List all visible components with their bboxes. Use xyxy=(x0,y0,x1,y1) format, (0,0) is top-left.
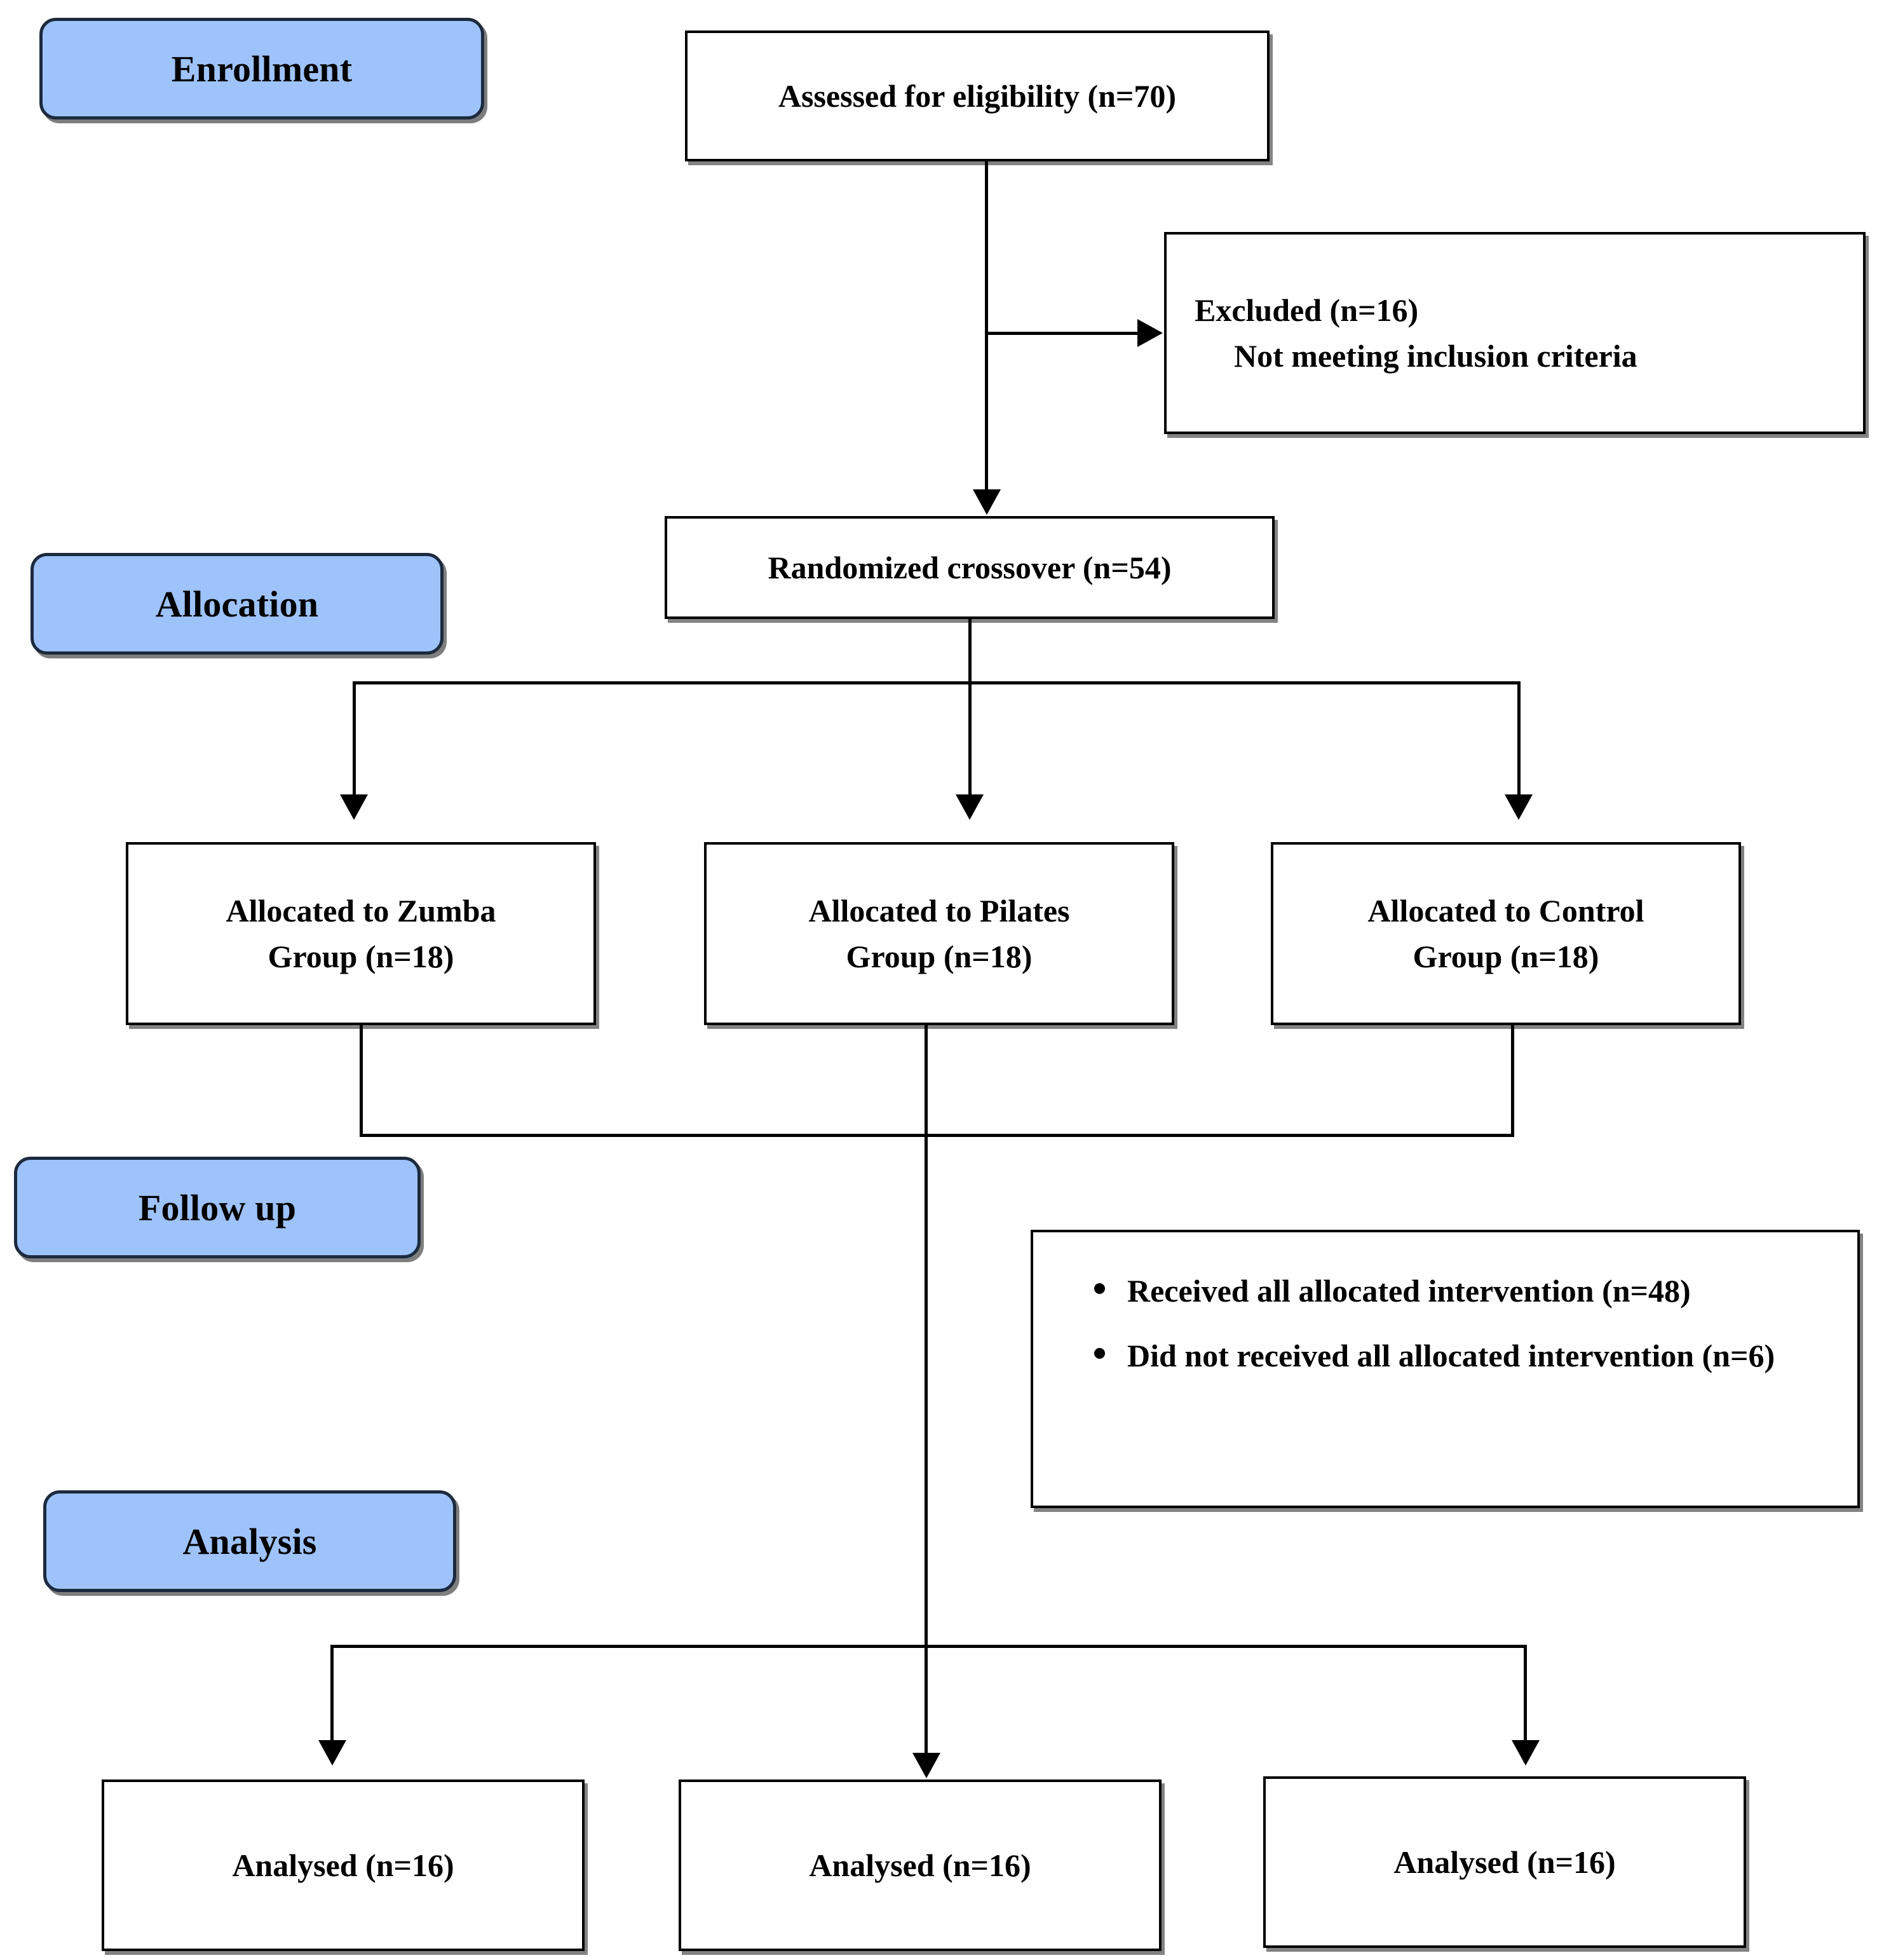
connector-assessed-to-randomized xyxy=(985,161,988,489)
phase-label-analysis-text: Analysis xyxy=(182,1520,317,1562)
box-allocated-control: Allocated to Control Group (n=18) xyxy=(1271,842,1741,1025)
box-allocated-zumba-line-2: Group (n=18) xyxy=(268,939,454,974)
phase-label-analysis: Analysis xyxy=(43,1490,456,1592)
connector-allocation-drop-control xyxy=(1517,681,1521,794)
arrowhead-to-alloc-control xyxy=(1505,794,1533,820)
phase-label-enrollment-text: Enrollment xyxy=(171,48,353,90)
box-randomized-crossover: Randomized crossover (n=54) xyxy=(665,516,1275,619)
arrowhead-to-analysed-zumba xyxy=(318,1740,346,1766)
box-analysed-zumba-line-1: Analysed (n=16) xyxy=(232,1847,454,1883)
connector-randomized-stem xyxy=(968,619,972,683)
box-excluded-line-1: Excluded (n=16) xyxy=(1195,292,1419,328)
phase-label-followup-text: Follow up xyxy=(138,1187,297,1228)
connector-analysis-bus xyxy=(330,1645,1525,1648)
connector-pilates-long-trunk xyxy=(925,1025,928,1646)
box-assessed-line-1: Assessed for eligibility (n=70) xyxy=(778,78,1177,114)
connector-followup-join-bar xyxy=(360,1134,1514,1137)
followup-bullet-item: Did not received all allocated intervent… xyxy=(1094,1331,1832,1380)
box-randomized-line-1: Randomized crossover (n=54) xyxy=(768,549,1172,585)
followup-bullet-item: Received all allocated intervention (n=4… xyxy=(1094,1267,1832,1315)
connector-allocation-bus xyxy=(353,681,1520,684)
arrowhead-to-analysed-pilates xyxy=(912,1753,940,1778)
connector-allocation-drop-pilates xyxy=(968,681,972,794)
connector-control-down xyxy=(1511,1025,1514,1136)
box-analysed-pilates-line-1: Analysed (n=16) xyxy=(809,1847,1031,1883)
arrowhead-to-analysed-control xyxy=(1512,1740,1540,1766)
phase-label-followup: Follow up xyxy=(14,1157,421,1258)
phase-label-enrollment: Enrollment xyxy=(39,18,484,119)
arrowhead-to-alloc-zumba xyxy=(340,794,368,820)
connector-zumba-down xyxy=(360,1025,363,1136)
box-followup-intervention-list: Received all allocated intervention (n=4… xyxy=(1031,1230,1860,1508)
followup-bullet-list: Received all allocated intervention (n=4… xyxy=(1088,1267,1832,1380)
connector-analysis-drop-pilates xyxy=(925,1645,928,1753)
box-analysed-pilates: Analysed (n=16) xyxy=(679,1780,1162,1951)
connector-assessed-to-excluded xyxy=(985,332,1137,335)
arrowhead-to-alloc-pilates xyxy=(956,794,984,820)
box-analysed-zumba: Analysed (n=16) xyxy=(102,1780,585,1951)
arrowhead-to-excluded xyxy=(1137,319,1163,347)
connector-analysis-drop-control xyxy=(1524,1645,1527,1740)
arrowhead-to-randomized xyxy=(973,489,1001,515)
box-allocated-pilates: Allocated to Pilates Group (n=18) xyxy=(704,842,1174,1025)
box-allocated-zumba: Allocated to Zumba Group (n=18) xyxy=(126,842,596,1025)
box-assessed-for-eligibility: Assessed for eligibility (n=70) xyxy=(685,31,1270,161)
connector-analysis-drop-zumba xyxy=(330,1645,334,1740)
box-allocated-control-line-1: Allocated to Control xyxy=(1367,892,1644,929)
phase-label-allocation: Allocation xyxy=(30,553,444,655)
box-allocated-zumba-line-1: Allocated to Zumba xyxy=(226,892,496,929)
phase-label-allocation-text: Allocation xyxy=(155,583,319,625)
box-allocated-control-line-2: Group (n=18) xyxy=(1413,939,1599,974)
box-allocated-pilates-line-1: Allocated to Pilates xyxy=(808,892,1070,929)
box-excluded: Excluded (n=16) Not meeting inclusion cr… xyxy=(1164,232,1866,434)
box-analysed-control-line-1: Analysed (n=16) xyxy=(1393,1844,1616,1880)
box-analysed-control: Analysed (n=16) xyxy=(1263,1776,1746,1948)
box-allocated-pilates-line-2: Group (n=18) xyxy=(846,939,1033,974)
box-excluded-line-2: Not meeting inclusion criteria xyxy=(1234,338,1637,374)
connector-allocation-drop-zumba xyxy=(353,681,356,794)
